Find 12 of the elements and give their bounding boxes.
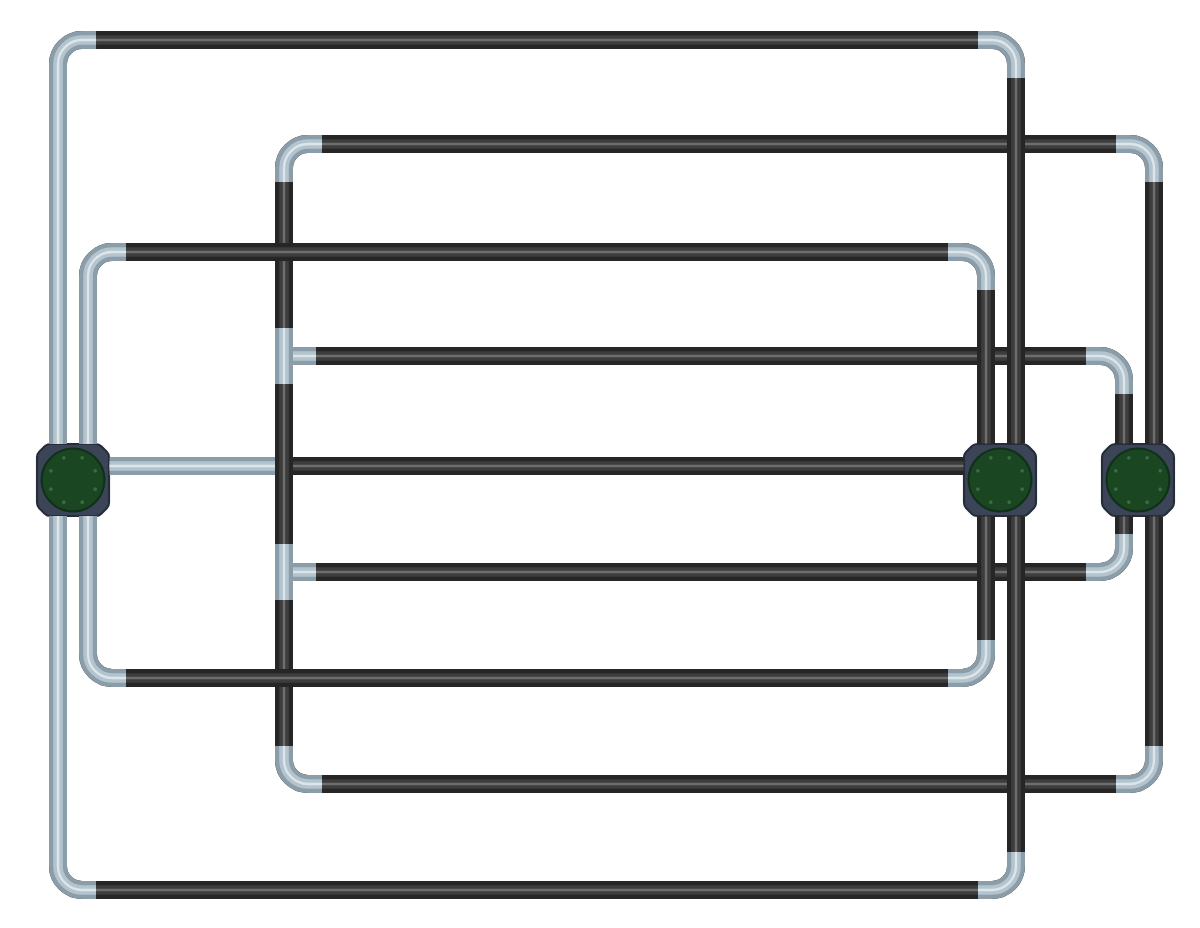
pipe — [316, 347, 1133, 444]
valve — [35, 442, 111, 518]
valve — [962, 442, 1038, 518]
pipe — [275, 466, 293, 544]
pipe — [293, 347, 316, 365]
pipe — [293, 563, 316, 581]
valve — [1100, 442, 1176, 518]
pipe — [316, 516, 1133, 581]
pipe — [293, 457, 964, 475]
pipe — [275, 516, 1163, 793]
pipe — [275, 544, 293, 572]
pipe — [275, 572, 293, 600]
